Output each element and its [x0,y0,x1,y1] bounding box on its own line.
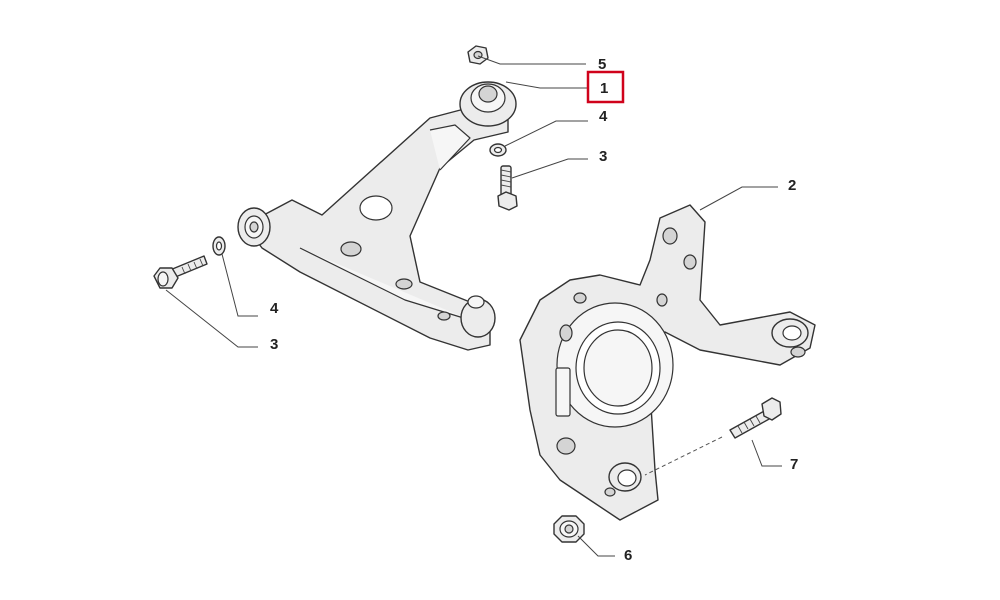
assembly-axis [644,436,723,476]
nut-bottom [553,515,585,543]
callout-highlight-box [586,70,625,104]
bolt-seven [729,397,782,439]
callout-2: 2 [788,177,796,194]
callout-4-left: 4 [270,300,279,317]
leader-lines [165,55,782,557]
lower-control-arm [237,81,517,351]
callout-7: 7 [790,456,798,473]
callout-4-right: 4 [599,108,608,125]
bolt-right [497,165,518,211]
callout-6: 6 [624,547,632,564]
callout-3-left: 3 [270,336,278,353]
steering-knuckle [519,204,816,521]
callout-5-top: 5 [598,56,606,73]
washer-left [212,236,226,256]
callout-3-right: 3 [599,148,607,165]
callout-1: 1 [600,80,608,97]
washer-right [489,143,507,157]
nut-top [467,45,489,65]
bolt-left [153,255,208,289]
